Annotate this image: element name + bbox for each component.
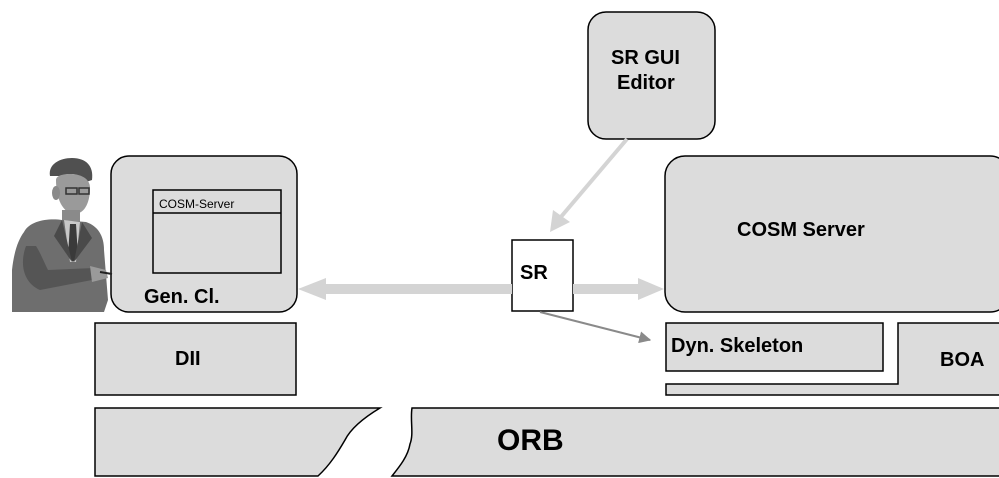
arrow-editor-to-sr [550,137,629,232]
generic-client-label: Gen. Cl. [144,286,220,308]
cosm-server-box[interactable]: COSM Server [664,155,999,313]
boa-box[interactable]: BOA [665,322,999,396]
cosm-server-window[interactable]: COSM-Server [152,189,282,274]
arrow-sr-to-dyn-skeleton [539,311,652,344]
dyn-skeleton-box[interactable]: Dyn. Skeleton [665,322,884,372]
arrow-sr-to-cosm-server [573,278,664,300]
sr-gui-editor-box[interactable]: SR GUI Editor [587,11,716,140]
dyn-skeleton-label: Dyn. Skeleton [671,335,803,357]
orb-label: ORB [497,424,564,457]
dii-box[interactable]: DII [94,322,297,396]
arrow-sr-to-client [298,278,512,300]
dii-label: DII [175,348,201,370]
sr-label: SR [520,262,548,284]
sr-gui-editor-label-line2: Editor [617,72,675,94]
generic-client-box[interactable]: COSM-Server Gen. Cl. [110,155,298,313]
sr-gui-editor-label-line1: SR GUI [611,47,680,69]
cosm-server-label: COSM Server [737,219,865,241]
orb-bar[interactable]: ORB [94,407,999,477]
person-at-computer-icon [12,158,113,312]
cosm-server-window-title: COSM-Server [159,197,234,211]
boa-label: BOA [940,349,984,371]
sr-box[interactable]: SR [511,239,574,312]
